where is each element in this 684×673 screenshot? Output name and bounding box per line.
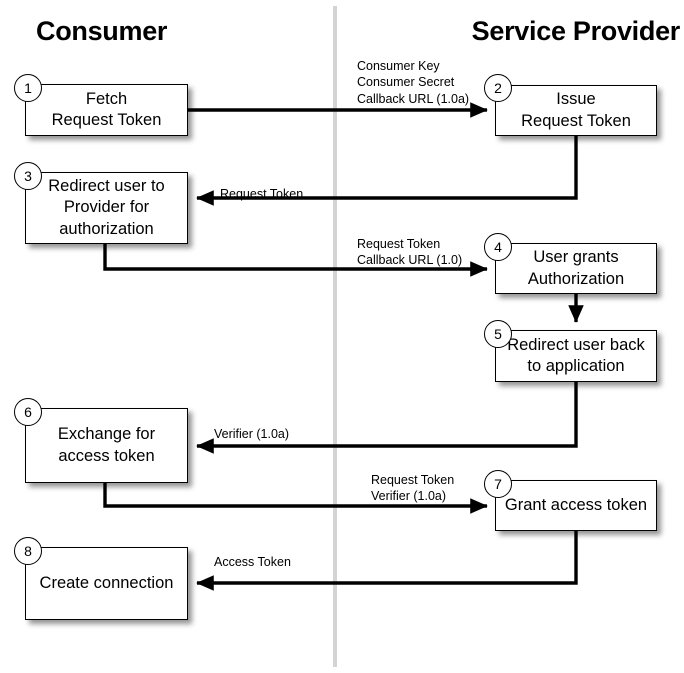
step-badge-7: 7 [484, 470, 512, 498]
edge-2-to-3 [196, 136, 578, 206]
edge-7-to-8 [196, 531, 578, 591]
node-label: Redirect user to Provider for authorizat… [48, 177, 165, 238]
node-label: Issue Request Token [521, 90, 631, 130]
node-1-fetch-request-token[interactable]: Fetch Request Token [25, 84, 188, 136]
node-label: Exchange for access token [57, 425, 156, 465]
edge-3-to-4 [103, 244, 488, 277]
node-6-exchange-for-access-token[interactable]: Exchange for access token [25, 408, 188, 483]
edge-label-verifier: Verifier (1.0a) [214, 427, 290, 441]
node-7-grant-access-token[interactable]: Grant access token [495, 480, 657, 531]
step-badge-8: 8 [14, 537, 42, 565]
node-5-redirect-user-back-to-application[interactable]: Redirect user back to application [495, 330, 657, 382]
lane-title-provider: Service Provider [471, 16, 681, 46]
edge-label-consumer-credentials: Consumer Key Consumer Secret Callback UR… [357, 59, 470, 106]
node-label: Create connection [39, 573, 174, 592]
node-3-redirect-user-to-provider[interactable]: Redirect user to Provider for authorizat… [25, 172, 188, 244]
edge-label-request-token: Request Token [220, 187, 304, 201]
step-badge-5: 5 [484, 320, 512, 348]
step-badge-4: 4 [484, 233, 512, 261]
edge-label-access-token: Access Token [214, 555, 291, 569]
node-4-user-grants-authorization[interactable]: User grants Authorization [495, 243, 657, 294]
step-badge-2: 2 [484, 74, 512, 102]
node-label: User grants Authorization [527, 248, 625, 288]
step-badge-3: 3 [14, 162, 42, 190]
node-2-issue-request-token[interactable]: Issue Request Token [495, 85, 657, 136]
edge-label-request-token-verifier: Request Token Verifier (1.0a) [371, 473, 455, 504]
node-label: Fetch Request Token [51, 89, 162, 129]
node-label: Grant access token [504, 495, 648, 514]
node-8-create-connection[interactable]: Create connection [25, 547, 188, 620]
edge-6-to-7 [103, 483, 488, 514]
step-badge-1: 1 [14, 74, 42, 102]
edge-5-to-6 [196, 382, 578, 454]
node-label: Redirect user back to application [507, 335, 645, 375]
edge-label-request-token-callback: Request Token Callback URL (1.0) [357, 237, 463, 268]
step-badge-6: 6 [14, 398, 42, 426]
lane-title-consumer: Consumer [36, 16, 168, 46]
